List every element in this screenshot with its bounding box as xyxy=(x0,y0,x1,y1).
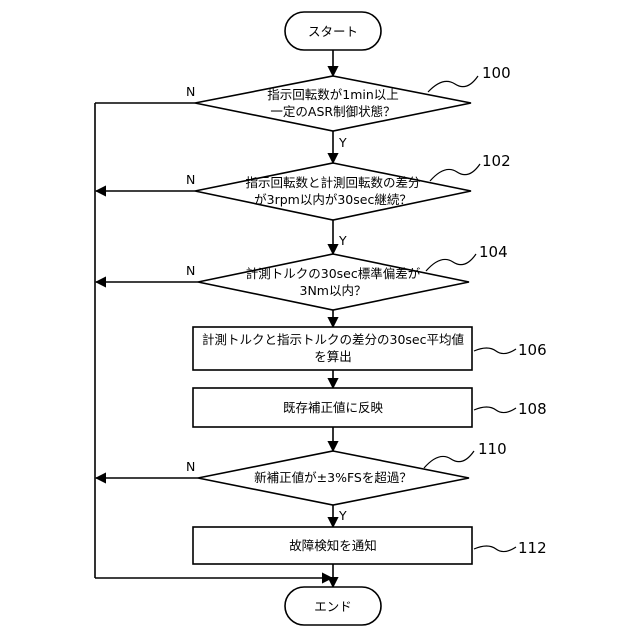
no-label-102: N xyxy=(186,172,195,187)
no-label-110: N xyxy=(186,459,195,474)
decision-104: 計測トルクの30sec標準偏差が 3Nm以内？ xyxy=(198,254,469,310)
leader-112 xyxy=(474,546,516,552)
ref-104: 104 xyxy=(479,243,508,261)
decision-104-line-2: 3Nm以内？ xyxy=(300,283,367,298)
yes-label-100: Y xyxy=(338,135,347,150)
decision-102: 指示回転数と計測回転数の差分 が3rpm以内が30sec継続？ xyxy=(195,163,471,220)
decision-110: 新補正値が±3%FSを超過？ xyxy=(198,451,469,505)
process-106-line-2: を算出 xyxy=(314,349,352,364)
flow-lines xyxy=(95,50,333,587)
decision-100-line-2: 一定のASR制御状態？ xyxy=(270,104,395,119)
process-108: 既存補正値に反映 xyxy=(193,388,472,427)
decision-100: 指示回転数が1min以上 一定のASR制御状態？ xyxy=(195,76,471,131)
leader-108 xyxy=(474,407,516,413)
leader-100 xyxy=(428,76,478,92)
leader-106 xyxy=(474,348,516,354)
leader-110 xyxy=(424,451,474,468)
leader-104 xyxy=(426,254,476,271)
decision-102-line-1: 指示回転数と計測回転数の差分 xyxy=(245,175,420,190)
ref-112: 112 xyxy=(518,539,547,557)
end-label: エンド xyxy=(314,599,352,614)
ref-102: 102 xyxy=(482,152,511,170)
yes-label-110: Y xyxy=(338,508,347,523)
start-label: スタート xyxy=(308,24,358,39)
decision-100-line-1: 指示回転数が1min以上 xyxy=(267,87,399,102)
no-label-100: N xyxy=(186,84,195,99)
ref-108: 108 xyxy=(518,400,547,418)
decision-102-line-2: が3rpm以内が30sec継続？ xyxy=(254,192,412,207)
decision-104-line-1: 計測トルクの30sec標準偏差が xyxy=(246,266,421,281)
yes-label-102: Y xyxy=(338,233,347,248)
ref-110: 110 xyxy=(478,440,507,458)
process-112: 故障検知を通知 xyxy=(193,527,472,564)
process-108-label: 既存補正値に反映 xyxy=(283,400,384,415)
ref-106: 106 xyxy=(518,341,547,359)
decision-110-label: 新補正値が±3%FSを超過？ xyxy=(254,470,412,485)
ref-100: 100 xyxy=(482,64,511,82)
process-106-line-1: 計測トルクと指示トルクの差分の30sec平均値 xyxy=(202,332,464,347)
process-112-label: 故障検知を通知 xyxy=(289,538,377,553)
no-label-104: N xyxy=(186,263,195,278)
leader-102 xyxy=(430,164,480,181)
end-terminal: エンド xyxy=(285,587,381,625)
process-106: 計測トルクと指示トルクの差分の30sec平均値 を算出 xyxy=(193,327,472,370)
start-terminal: スタート xyxy=(285,12,381,50)
